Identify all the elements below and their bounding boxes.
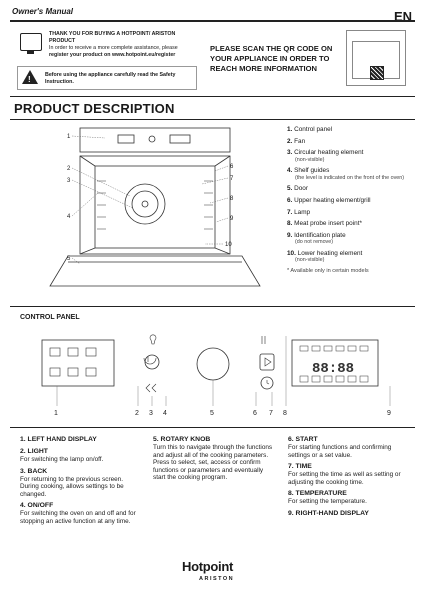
warning-mark-icon: ! bbox=[28, 75, 31, 84]
manual-title: Owner's Manual bbox=[12, 7, 74, 16]
qr-code-icon bbox=[370, 66, 384, 80]
part-item: 3. Circular heating element(non-visible) bbox=[287, 149, 364, 163]
desc-title: 5. ROTARY KNOB bbox=[153, 436, 211, 443]
cp-callout-8: 8 bbox=[283, 410, 287, 417]
qr-instruction: PLEASE SCAN THE QR CODE ON YOUR APPLIANC… bbox=[210, 44, 333, 73]
desc-body: For switching the oven on and off and fo… bbox=[20, 510, 136, 525]
section-divider bbox=[10, 306, 415, 307]
part-item: 5. Door bbox=[287, 185, 308, 193]
section-divider bbox=[10, 119, 415, 120]
desc-body: For starting functions and confirming se… bbox=[288, 444, 392, 459]
callout-5: 5 bbox=[67, 256, 71, 262]
desc-title: 7. TIME bbox=[288, 463, 312, 471]
back-icon[interactable] bbox=[145, 383, 157, 393]
left-display bbox=[41, 339, 115, 387]
product-description-title: PRODUCT DESCRIPTION bbox=[14, 101, 175, 116]
cp-callout-1: 1 bbox=[54, 410, 58, 417]
on-off-button[interactable] bbox=[144, 354, 160, 370]
callout-9: 9 bbox=[230, 216, 234, 222]
callout-8: 8 bbox=[230, 196, 234, 202]
function-icon bbox=[67, 347, 79, 357]
register-line-1: In order to receive a more complete assi… bbox=[49, 45, 178, 51]
callout-3: 3 bbox=[67, 178, 71, 184]
cp-callout-6: 6 bbox=[253, 410, 257, 417]
temperature-icon[interactable] bbox=[261, 336, 266, 344]
safety-warning-text: Before using the appliance carefully rea… bbox=[45, 72, 176, 85]
callout-6: 6 bbox=[230, 164, 234, 170]
function-icon bbox=[49, 367, 61, 377]
desc-title: 9. RIGHT-HAND DISPLAY bbox=[288, 509, 369, 517]
part-item: 6. Upper heating element/grill bbox=[287, 196, 371, 204]
cp-callout-9: 9 bbox=[387, 410, 391, 417]
description-column-1: 1. LEFT HAND DISPLAY 2. LIGHT For switch… bbox=[20, 432, 142, 527]
clock-display-digits: 88:88 bbox=[312, 361, 354, 377]
callout-4: 4 bbox=[67, 214, 71, 220]
cp-callout-7: 7 bbox=[269, 410, 273, 417]
section-divider bbox=[10, 96, 415, 97]
description-column-3: 6. START For starting functions and conf… bbox=[288, 432, 413, 518]
desc-body: For setting the time as well as setting … bbox=[288, 471, 401, 486]
play-icon bbox=[264, 357, 272, 367]
cp-callout-5: 5 bbox=[210, 410, 214, 417]
desc-title: 3. BACK bbox=[20, 467, 48, 475]
monitor-icon bbox=[20, 33, 42, 54]
light-icon[interactable] bbox=[149, 334, 157, 345]
part-item: 10. Lower heating element(non-visible) bbox=[287, 249, 363, 264]
desc-title: 6. START bbox=[288, 436, 318, 443]
safety-warning-box bbox=[17, 66, 197, 90]
power-icon bbox=[143, 356, 157, 365]
cp-callout-3: 3 bbox=[149, 410, 153, 417]
brand-sub-logo: ARISTON bbox=[199, 576, 235, 582]
clock-icon bbox=[266, 380, 270, 385]
part-item: 4. Shelf guides(the level is indicated o… bbox=[287, 167, 405, 181]
cp-callout-4: 4 bbox=[163, 410, 167, 417]
part-item: 9. Identification plate(do not remove) bbox=[287, 232, 346, 246]
desc-title: 8. TEMPERATURE bbox=[288, 490, 347, 498]
function-icon bbox=[85, 367, 97, 377]
thank-you-title: THANK YOU FOR BUYING A HOTPOINT/ ARISTON… bbox=[49, 31, 176, 44]
function-icon bbox=[49, 347, 61, 357]
cp-callout-2: 2 bbox=[135, 410, 139, 417]
start-button[interactable] bbox=[259, 353, 275, 371]
time-button[interactable] bbox=[260, 376, 274, 390]
function-icon bbox=[67, 367, 79, 377]
desc-body: For setting the temperature. bbox=[288, 498, 367, 506]
desc-title: 1. LEFT HAND DISPLAY bbox=[20, 436, 97, 443]
desc-body: For switching the lamp on/off. bbox=[20, 456, 104, 463]
availability-note: * Available only in certain models bbox=[287, 267, 369, 274]
part-item: 1. Control panel bbox=[287, 126, 333, 133]
desc-body: Turn this to navigate through the functi… bbox=[153, 444, 273, 482]
desc-title: 4. ON/OFF bbox=[20, 502, 54, 510]
brand-logo: Hotpoint bbox=[182, 559, 234, 574]
warning-icon bbox=[22, 70, 38, 84]
header-divider bbox=[10, 20, 415, 22]
desc-body: For returning to the previous screen. Du… bbox=[20, 475, 124, 498]
callout-7: 7 bbox=[230, 176, 234, 182]
parts-list: 1. Control panel 2. Fan 3. Circular heat… bbox=[287, 126, 417, 274]
register-text: In order to receive a more complete assi… bbox=[49, 45, 201, 59]
control-panel-title: CONTROL PANEL bbox=[20, 314, 80, 321]
part-item: 7. Lamp bbox=[287, 208, 311, 216]
callout-2: 2 bbox=[67, 166, 71, 172]
part-item: 8. Meat probe insert point* bbox=[287, 220, 362, 228]
description-column-2: 5. ROTARY KNOB Turn this to navigate thr… bbox=[153, 432, 275, 483]
oven-diagram: 1 2 3 4 5 6 7 8 9 10 bbox=[49, 127, 261, 287]
rotary-knob[interactable] bbox=[196, 347, 230, 381]
callout-10: 10 bbox=[225, 242, 232, 248]
part-item: 2. Fan bbox=[287, 137, 306, 145]
control-panel-diagram: 88:88 1 2 3 4 5 6 7 8 9 bbox=[41, 334, 391, 417]
register-line-2: register your product on www.hotpoint.eu… bbox=[49, 52, 176, 58]
section-divider bbox=[10, 427, 415, 428]
callout-1: 1 bbox=[67, 134, 71, 140]
desc-title: 2. LIGHT bbox=[20, 448, 48, 455]
function-icon bbox=[85, 347, 97, 357]
right-display bbox=[291, 339, 379, 387]
